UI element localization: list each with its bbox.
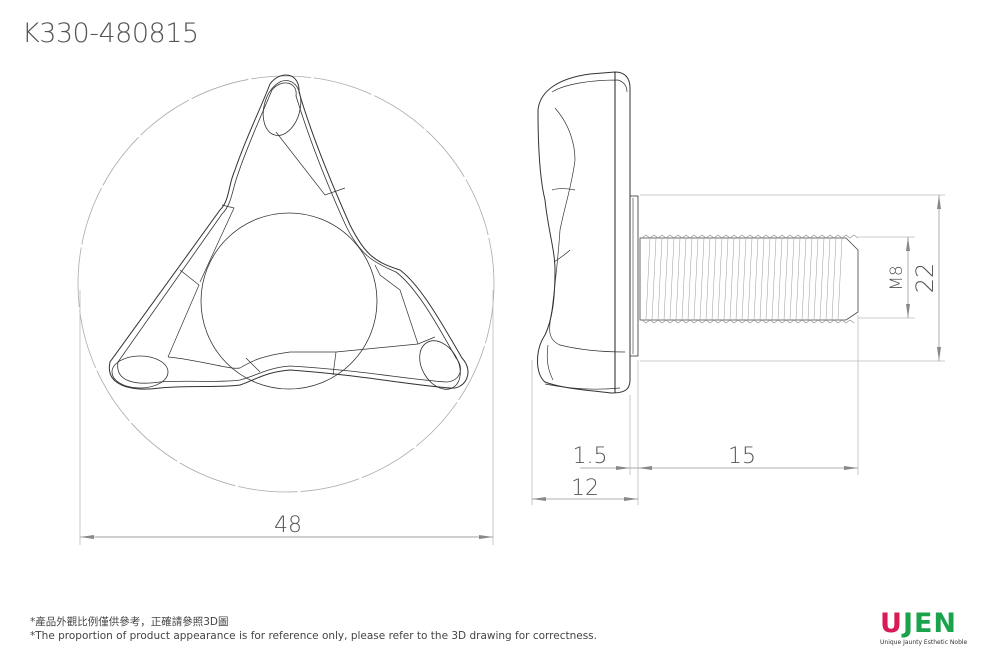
dimension-48: 48 <box>79 290 494 545</box>
dim-22-label: 22 <box>911 263 939 294</box>
extension-lines <box>531 194 945 505</box>
note-chinese: *產品外觀比例僅供參考，正確請參照3D圖 <box>30 616 229 628</box>
washer <box>629 195 639 357</box>
lobe-tip-right <box>419 340 461 390</box>
dimension-12: 12 <box>532 476 638 501</box>
lobe-tip-top <box>262 80 302 136</box>
threaded-stud <box>639 234 859 324</box>
dim-12-label: 12 <box>571 476 599 501</box>
knob-outer-outline <box>108 74 469 390</box>
dimension-1-5: 1.5 <box>573 444 638 470</box>
dim-15-label: 15 <box>728 444 756 469</box>
hub-circle <box>200 212 378 390</box>
logo-letter-u: U <box>880 608 903 639</box>
ujen-logo: UJEN Unique Jaunty Esthetic Noble <box>880 608 980 647</box>
front-view <box>77 74 495 493</box>
knob-inner-outline <box>117 82 461 384</box>
side-view <box>537 71 859 394</box>
dim-1-5-label: 1.5 <box>573 444 608 469</box>
lobe-tip-left <box>111 355 169 389</box>
dimension-22: 22 <box>911 195 941 361</box>
dimension-m8: M8 <box>887 237 910 318</box>
dim-48-label: 48 <box>274 513 302 538</box>
dimension-15: 15 <box>638 444 858 470</box>
envelope-circle <box>77 75 495 493</box>
logo-tagline: Unique Jaunty Esthetic Noble <box>880 639 968 646</box>
note-english: *The proportion of product appearance is… <box>30 630 597 642</box>
dim-m8-label: M8 <box>887 265 907 290</box>
head-profile <box>537 71 631 394</box>
part-number-title: K330-480815 <box>22 18 199 49</box>
logo-letters-jen: JEN <box>902 608 958 639</box>
